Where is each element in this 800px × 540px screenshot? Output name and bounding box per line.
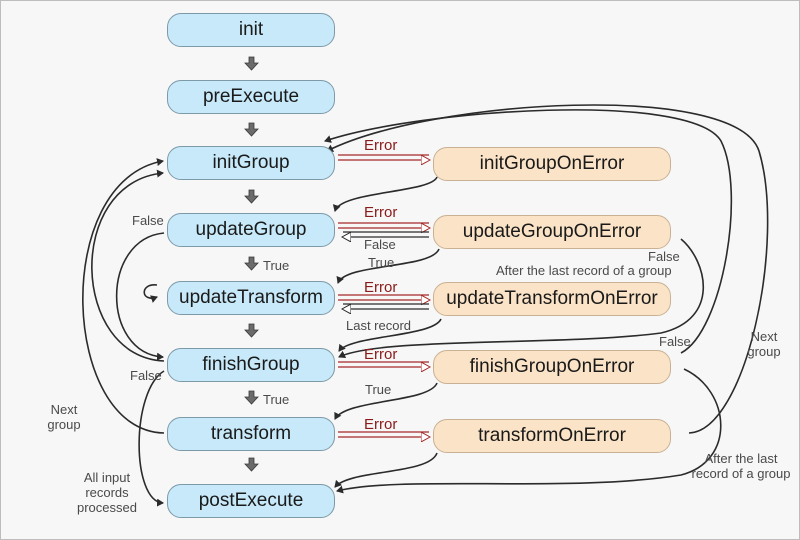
arrow-finishgroup-transform	[244, 390, 259, 405]
label-all-input-line3: processed	[77, 500, 137, 515]
label-error-finishgroup: Error	[364, 346, 398, 363]
label-error-transform: Error	[364, 416, 398, 433]
label-all-input-records: All input records processed	[67, 470, 147, 515]
label-false-right-upper: False	[648, 249, 680, 264]
error-arrows	[338, 155, 429, 437]
label-next-right-line1: Next	[750, 329, 778, 344]
arrow-transform-postexecute	[244, 457, 259, 472]
label-true-updategrouponerror: True	[368, 255, 395, 270]
node-updatetransformonerror[interactable]: updateTransformOnError	[433, 282, 671, 316]
label-after-last-line2: record of a group	[691, 466, 791, 481]
node-postexecute[interactable]: postExecute	[167, 484, 335, 518]
label-after-last-line1: After the last	[704, 451, 778, 466]
node-transformonerror[interactable]: transformOnError	[433, 419, 671, 453]
node-updategroup[interactable]: updateGroup	[167, 213, 335, 247]
label-after-last-record-group-lower: After the last record of a group	[685, 451, 797, 481]
node-finishgrouponerror[interactable]: finishGroupOnError	[433, 350, 671, 384]
node-preexecute[interactable]: preExecute	[167, 80, 335, 114]
label-error-updategroup: Error	[364, 204, 398, 221]
label-next-group-right: Next group	[741, 329, 787, 359]
label-next-left-line2: group	[47, 417, 81, 432]
node-initgrouponerror[interactable]: initGroupOnError	[433, 147, 671, 181]
label-true-finishgroup: True	[263, 392, 290, 407]
arrow-init-preexecute	[244, 56, 259, 71]
label-false-finishgroup: False	[130, 368, 162, 383]
label-after-last-record-group-upper: After the last record of a group	[496, 263, 672, 278]
node-finishgroup[interactable]: finishGroup	[167, 348, 335, 382]
return-arrows	[343, 232, 429, 309]
curve-connectors	[82, 104, 769, 507]
label-true-finishgrouponerror: True	[365, 382, 392, 397]
label-false-finishgrouponerror: False	[659, 334, 691, 349]
node-initgroup[interactable]: initGroup	[167, 146, 335, 180]
arrow-updatetransform-finishgroup	[244, 323, 259, 338]
label-error-initgroup: Error	[364, 137, 398, 154]
arrow-initgroup-updategroup	[244, 189, 259, 204]
label-next-right-line2: group	[747, 344, 781, 359]
label-true-updategroup: True	[263, 258, 290, 273]
down-arrows	[244, 56, 259, 472]
label-last-record: Last record	[346, 318, 412, 333]
node-updategrouponerror[interactable]: updateGroupOnError	[433, 215, 671, 249]
label-all-input-line1: All input	[83, 470, 131, 485]
label-error-updatetransform: Error	[364, 279, 398, 296]
label-false-updategroup: False	[132, 213, 164, 228]
label-false-updategrouponerror: False	[364, 237, 396, 252]
label-next-left-line1: Next	[50, 402, 78, 417]
node-transform[interactable]: transform	[167, 417, 335, 451]
arrow-preexecute-initgroup	[244, 122, 259, 137]
label-all-input-line2: records	[85, 485, 129, 500]
node-updatetransform[interactable]: updateTransform	[167, 281, 335, 315]
arrow-updategroup-updatetransform	[244, 256, 259, 271]
label-next-group-left: Next group	[41, 402, 87, 432]
node-init[interactable]: init	[167, 13, 335, 47]
